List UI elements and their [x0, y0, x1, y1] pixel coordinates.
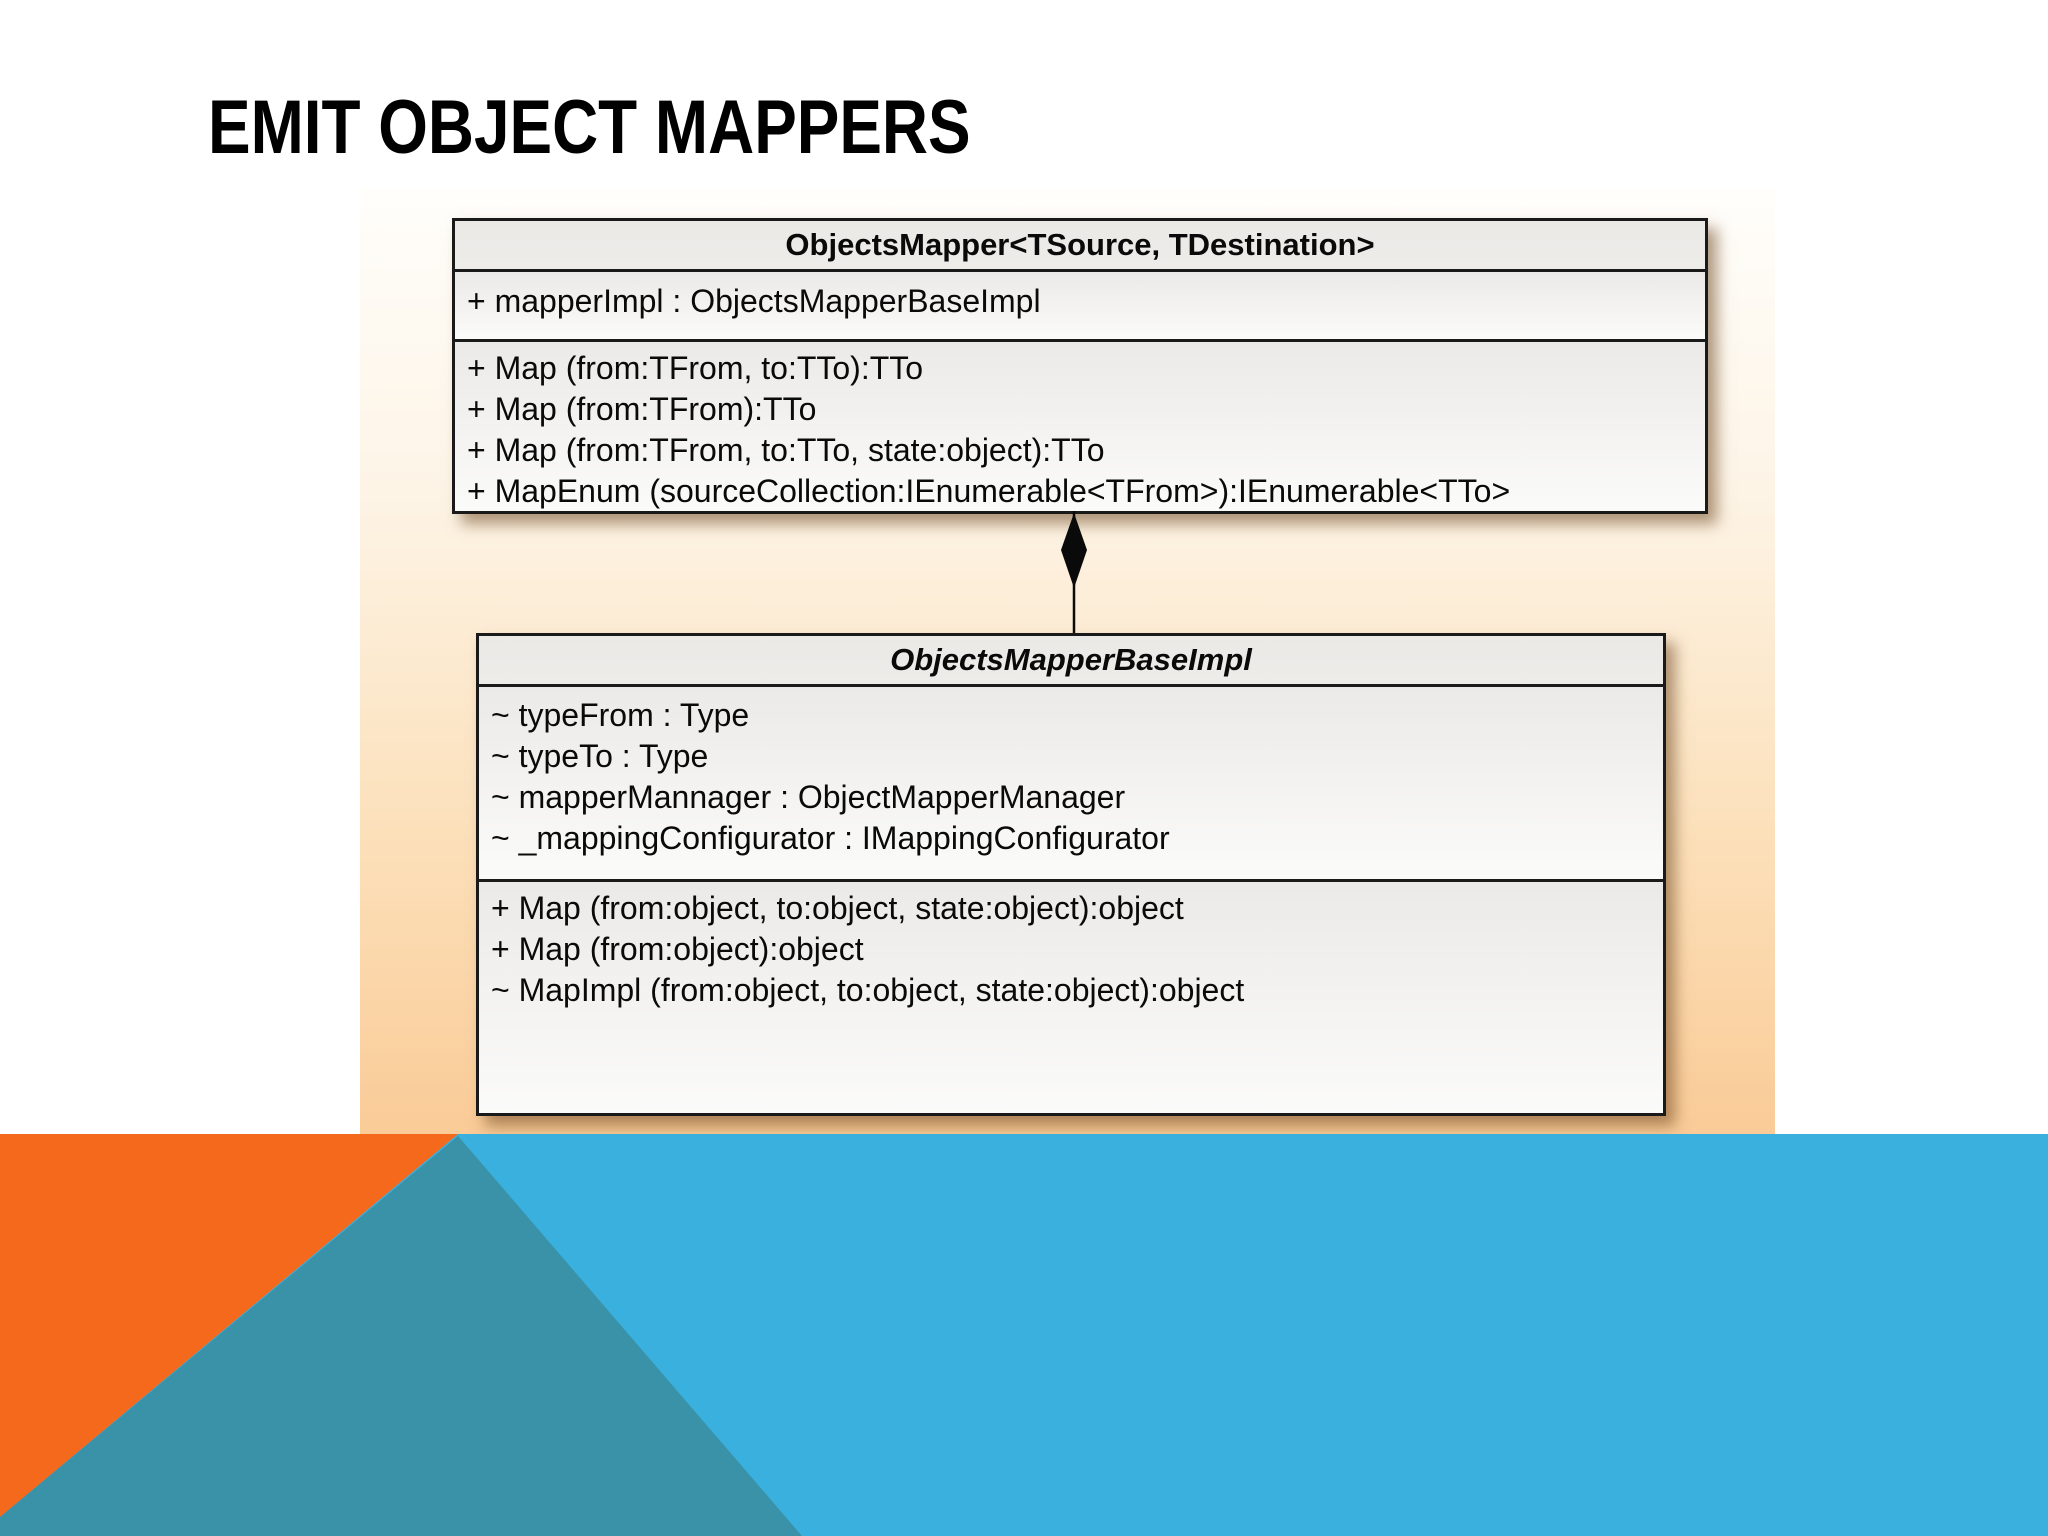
bottom-decoration	[0, 1134, 2048, 1536]
uml-member-row: ~ _mappingConfigurator : IMappingConfigu…	[491, 820, 1170, 856]
slide-title: EMIT OBJECT MAPPERS	[208, 86, 1116, 170]
composition-diamond-icon	[1061, 513, 1087, 588]
uml-member-row: + Map (from:TFrom, to:TTo):TTo	[467, 350, 924, 386]
uml-class-name-objectsmapper: ObjectsMapper<TSource, TDestination>	[455, 221, 1705, 269]
uml-member-row: ~ mapperMannager : ObjectMapperManager	[491, 779, 1126, 815]
uml-member-row: + Map (from:object, to:object, state:obj…	[491, 890, 1184, 926]
uml-fields-section-objectsmapperbaseimpl: ~ typeFrom : Type ~ typeTo : Type ~ mapper…	[479, 684, 1663, 879]
uml-class-objectsmapperbaseimpl: ObjectsMapperBaseImpl ~ typeFrom : Type~…	[476, 633, 1666, 1116]
uml-methods-section-objectsmapperbaseimpl: + Map (from:object, to:object, state:obj…	[479, 879, 1663, 1113]
uml-member-row: + Map (from:object):object	[491, 931, 864, 967]
composition-connector	[1061, 511, 1087, 635]
uml-methods-section-objectsmapper: + Map (from:TFrom, to:TTo):TTo + Map (fro…	[455, 339, 1705, 511]
uml-member-row: + Map (from:TFrom):TTo	[467, 391, 817, 427]
orange-wedge-shape	[0, 1134, 458, 1517]
uml-class-objectsmapper: ObjectsMapper<TSource, TDestination> + m…	[452, 218, 1708, 514]
uml-member-row: + MapEnum (sourceCollection:IEnumerable<…	[467, 473, 1511, 509]
slide-title-text: EMIT OBJECT MAPPERS	[208, 85, 971, 170]
uml-class-name-objectsmapperbaseimpl: ObjectsMapperBaseImpl	[479, 636, 1663, 684]
uml-member-row: ~ typeTo : Type	[491, 738, 709, 774]
uml-fields-section-objectsmapper: + mapperImpl : ObjectsMapperBaseImpl	[455, 269, 1705, 339]
uml-member-row: ~ typeFrom : Type	[491, 697, 750, 733]
uml-member-row: + mapperImpl : ObjectsMapperBaseImpl	[467, 283, 1041, 319]
teal-triangle-shape	[0, 1136, 802, 1536]
uml-member-row: + Map (from:TFrom, to:TTo, state:object)…	[467, 432, 1105, 468]
uml-member-row: ~ MapImpl (from:object, to:object, state…	[491, 972, 1245, 1008]
